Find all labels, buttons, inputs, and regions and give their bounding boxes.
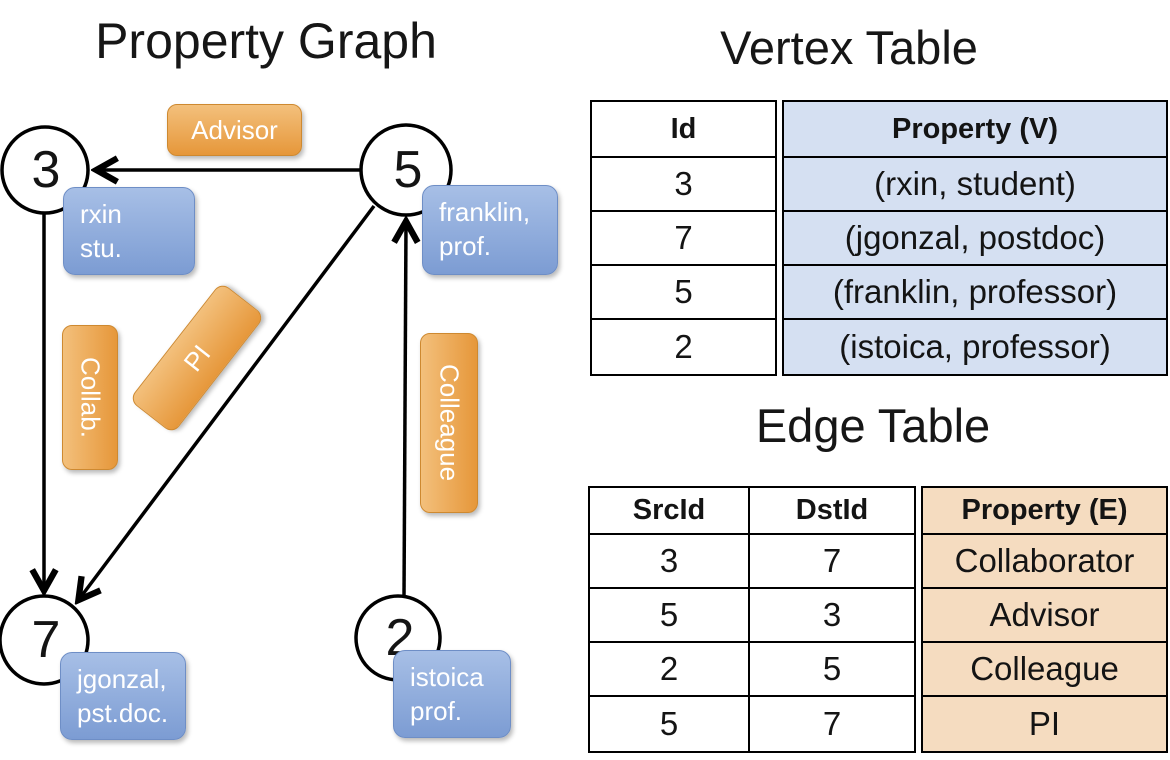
vertex-table-row-id: 2 [674,328,693,365]
edge-table-cell-dstid: 5 [748,643,914,695]
vertex-table-row-property: (rxin, student) [784,158,1166,212]
vertex-label-5-line2: prof. [439,231,492,262]
vertex-table-header-id: Id [592,102,775,158]
edge-table-cell-dstid: 7 [748,535,914,587]
vertex-label-5: franklin, prof. [422,185,558,275]
edge-table-row-ids: 5 7 [590,697,914,751]
vertex-label-3-line1: rxin [80,199,122,229]
edge-table-cell-srcid: 5 [659,596,679,633]
vertex-table-id-column: Id 3 7 5 2 [590,100,777,376]
vertex-table-property-column: Property (V) (rxin, student) (jgonzal, p… [782,100,1168,376]
edge-table-header-dstid: DstId [748,488,914,533]
edge-table-row-ids: 5 3 [590,589,914,643]
edge-table-id-columns: SrcId DstId 3 7 5 3 2 5 [588,486,916,753]
edge-table-cell-property: Colleague [923,643,1166,697]
vertex-label-2-line1: istoica [410,662,484,692]
vertex-label-2-line2: prof. [410,696,463,727]
vertex-table-row-id: 7 [592,212,775,266]
vertex-label-7: jgonzal, pst.doc. [60,652,186,740]
edge-table-header-srcid: SrcId [632,494,706,526]
edge-pi-5-to-7 [80,204,376,598]
vertex-table-row-id: 3 [592,158,775,212]
vertex-label-5-line1: franklin, [439,197,531,227]
vertex-table-header-property: Property (V) [784,102,1166,158]
edge-table-cell-property: Collaborator [923,535,1166,589]
node-id-5: 5 [393,140,423,199]
vertex-table-row-property: (jgonzal, postdoc) [784,212,1166,266]
vertex-label-2: istoica prof. [393,650,511,738]
vertex-table-row-property: (franklin, professor) [784,266,1166,320]
edge-table-cell-dstid: 7 [748,697,914,751]
edge-table-header-property: Property (E) [923,488,1166,535]
vertex-table: Id 3 7 5 2 Property (V) (rxin, student) … [590,100,1168,376]
edge-table-cell-srcid: 5 [659,705,679,742]
vertex-label-7-line2: pst.doc. [77,698,169,729]
edge-table-header-ids: SrcId DstId [590,488,914,535]
vertex-table-row-property: (istoica, professor) [839,328,1111,365]
edge-colleague-2-to-5 [404,224,406,598]
property-graph-title: Property Graph [95,13,437,69]
edge-table-cell-property: PI [1028,705,1061,742]
node-id-7: 7 [31,610,61,669]
vertex-label-7-line1: jgonzal, [77,664,167,694]
edge-label-colleague: Colleague [420,333,478,513]
node-id-3: 3 [31,140,61,199]
edge-table-cell-srcid: 2 [659,650,679,687]
vertex-label-3: rxin stu. [63,187,195,275]
edge-label-collab: Collab. [62,325,118,470]
edge-table-cell-srcid: 3 [659,542,679,579]
edge-label-advisor: Advisor [167,104,302,156]
vertex-label-3-line2: stu. [80,233,122,264]
edge-table-row-ids: 2 5 [590,643,914,697]
edge-table-row-ids: 3 7 [590,535,914,589]
graph-edges-and-nodes [0,123,453,686]
edge-table-title: Edge Table [755,399,991,452]
edge-table: SrcId DstId 3 7 5 3 2 5 [588,486,1168,753]
vertex-table-title: Vertex Table [720,21,978,74]
edge-table-cell-property: Advisor [923,589,1166,643]
edge-table-cell-dstid: 3 [748,589,914,641]
edge-table-property-column: Property (E) Collaborator Advisor Collea… [921,486,1168,753]
vertex-table-row-id: 5 [592,266,775,320]
